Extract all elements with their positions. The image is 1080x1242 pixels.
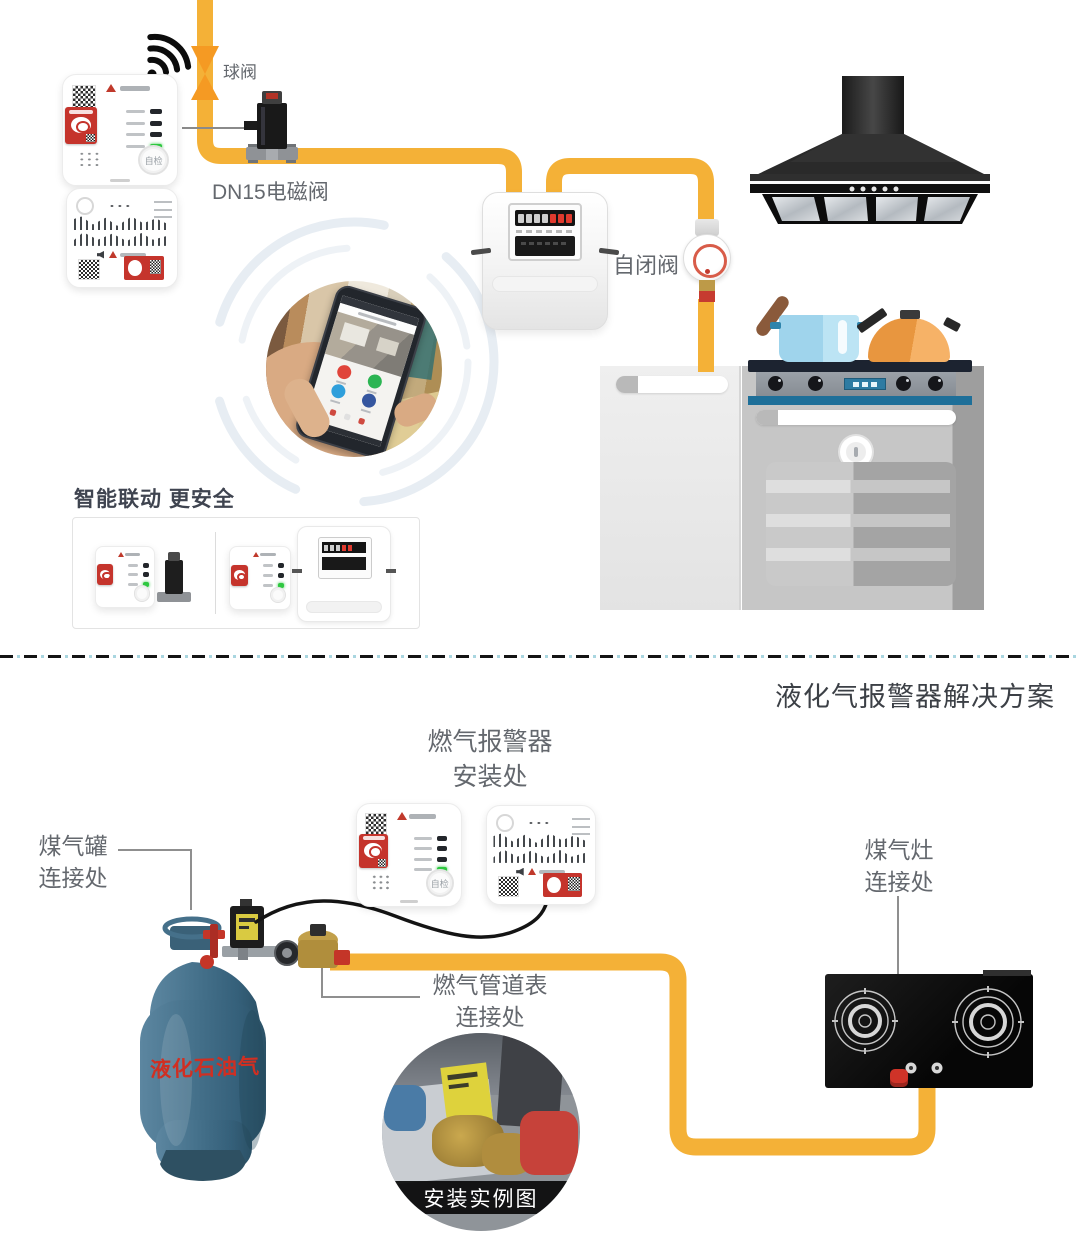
mini-alarm-with-valve	[95, 546, 155, 608]
vent-slots	[73, 216, 171, 246]
smart-linkage-title: 智能联动 更安全	[74, 488, 235, 511]
meter-display	[508, 203, 582, 261]
stove-control-panel	[756, 372, 956, 396]
gas-cooktop	[825, 970, 1033, 1088]
gas-hose	[330, 953, 936, 1156]
pipe-meter-connection-label: 燃气管道表 连接处	[432, 972, 548, 1030]
stove-knob	[808, 376, 823, 391]
cooking-pot	[770, 315, 868, 362]
section-divider	[0, 655, 1080, 658]
cooktop-edge	[748, 360, 972, 372]
meter-barcode-window	[515, 236, 575, 256]
lpg-section-title: 液化气报警器解决方案	[775, 682, 1055, 712]
qr-code	[78, 258, 100, 281]
meter-digits	[515, 210, 575, 226]
solenoid-valve-label: DN15电磁阀	[212, 181, 329, 204]
settings-app-icon	[360, 391, 378, 410]
stove-knob	[928, 376, 943, 391]
stove-knob	[768, 376, 783, 391]
range-hood	[750, 76, 990, 224]
stove-display	[844, 378, 886, 390]
alarm-app-icon	[335, 363, 353, 381]
brand-logo-icon	[108, 250, 117, 258]
cabinet	[600, 366, 741, 610]
gas-alarm-device-front: 自检	[62, 74, 178, 186]
installation-example-photo: 安装实例图	[382, 1033, 580, 1231]
product-combination-box	[72, 517, 420, 629]
ball-valve-label: 球阀	[223, 63, 257, 82]
hood-filters	[772, 197, 970, 221]
cabinet-handle	[616, 376, 728, 393]
gas-alarm-device-top-view	[486, 805, 596, 905]
self-check-button: 自检	[138, 145, 170, 176]
sensor-opening	[75, 196, 95, 216]
kettle	[856, 307, 962, 362]
mini-solenoid-valve	[153, 548, 195, 606]
oven-handle	[756, 410, 956, 425]
status-led-panel	[125, 109, 172, 149]
speaker-icon	[96, 250, 105, 259]
brand-logo-icon	[106, 83, 117, 92]
stove-knob	[896, 376, 911, 391]
stove-knobs	[905, 1062, 943, 1074]
top-pipework-graphic	[182, 0, 714, 372]
red-certification-sticker	[65, 106, 98, 145]
stove-hose-connector	[890, 1069, 908, 1087]
example-caption: 安装实例图	[382, 1181, 580, 1214]
solenoid-valve-illustration	[244, 91, 298, 163]
bottom-pipework-graphic	[118, 849, 936, 1181]
burner-rings	[832, 986, 1024, 1074]
hood-buttons	[849, 186, 899, 192]
cylinder-connection-label: 煤气罐 连接处	[38, 833, 108, 891]
oven-door	[766, 462, 956, 586]
alarm-signal-wire	[254, 899, 549, 939]
brand-logo-text	[120, 86, 150, 91]
mini-gas-meter	[292, 526, 396, 622]
stove-connection-label: 煤气灶 连接处	[864, 837, 934, 895]
ok-app-icon	[366, 372, 384, 391]
cylinder-valve-assembly	[200, 899, 350, 969]
mini-alarm-with-meter	[229, 546, 291, 610]
red-certification-sticker	[124, 255, 164, 281]
smartphone-app-photo	[266, 281, 442, 457]
gas-alarm-device-front: 自检	[356, 803, 462, 907]
speaker-grille	[77, 150, 101, 169]
decorative-rings	[209, 217, 499, 507]
info-app-icon	[329, 382, 348, 400]
cylinder-body-text: 液化石油气	[149, 1055, 261, 1082]
gas-pipe	[197, 0, 714, 372]
self-closing-valve-cap	[695, 219, 719, 236]
gas-alarm-device-top-view	[66, 188, 178, 288]
valve-brass-fitting	[699, 280, 715, 292]
ball-valve-icon	[191, 46, 219, 100]
self-closing-valve-label: 自闭阀	[613, 253, 680, 278]
valve-red-fitting	[699, 291, 715, 302]
gas-meter	[470, 192, 620, 330]
self-closing-valve	[683, 234, 731, 282]
kitchen-stove-cabinet	[600, 360, 985, 610]
alarm-location-label: 燃气报警器 安装处	[427, 728, 553, 791]
qr-code	[72, 84, 97, 108]
lpg-cylinder	[140, 916, 266, 1181]
divider-line	[215, 532, 216, 614]
self-check-button: 自检	[425, 869, 454, 897]
